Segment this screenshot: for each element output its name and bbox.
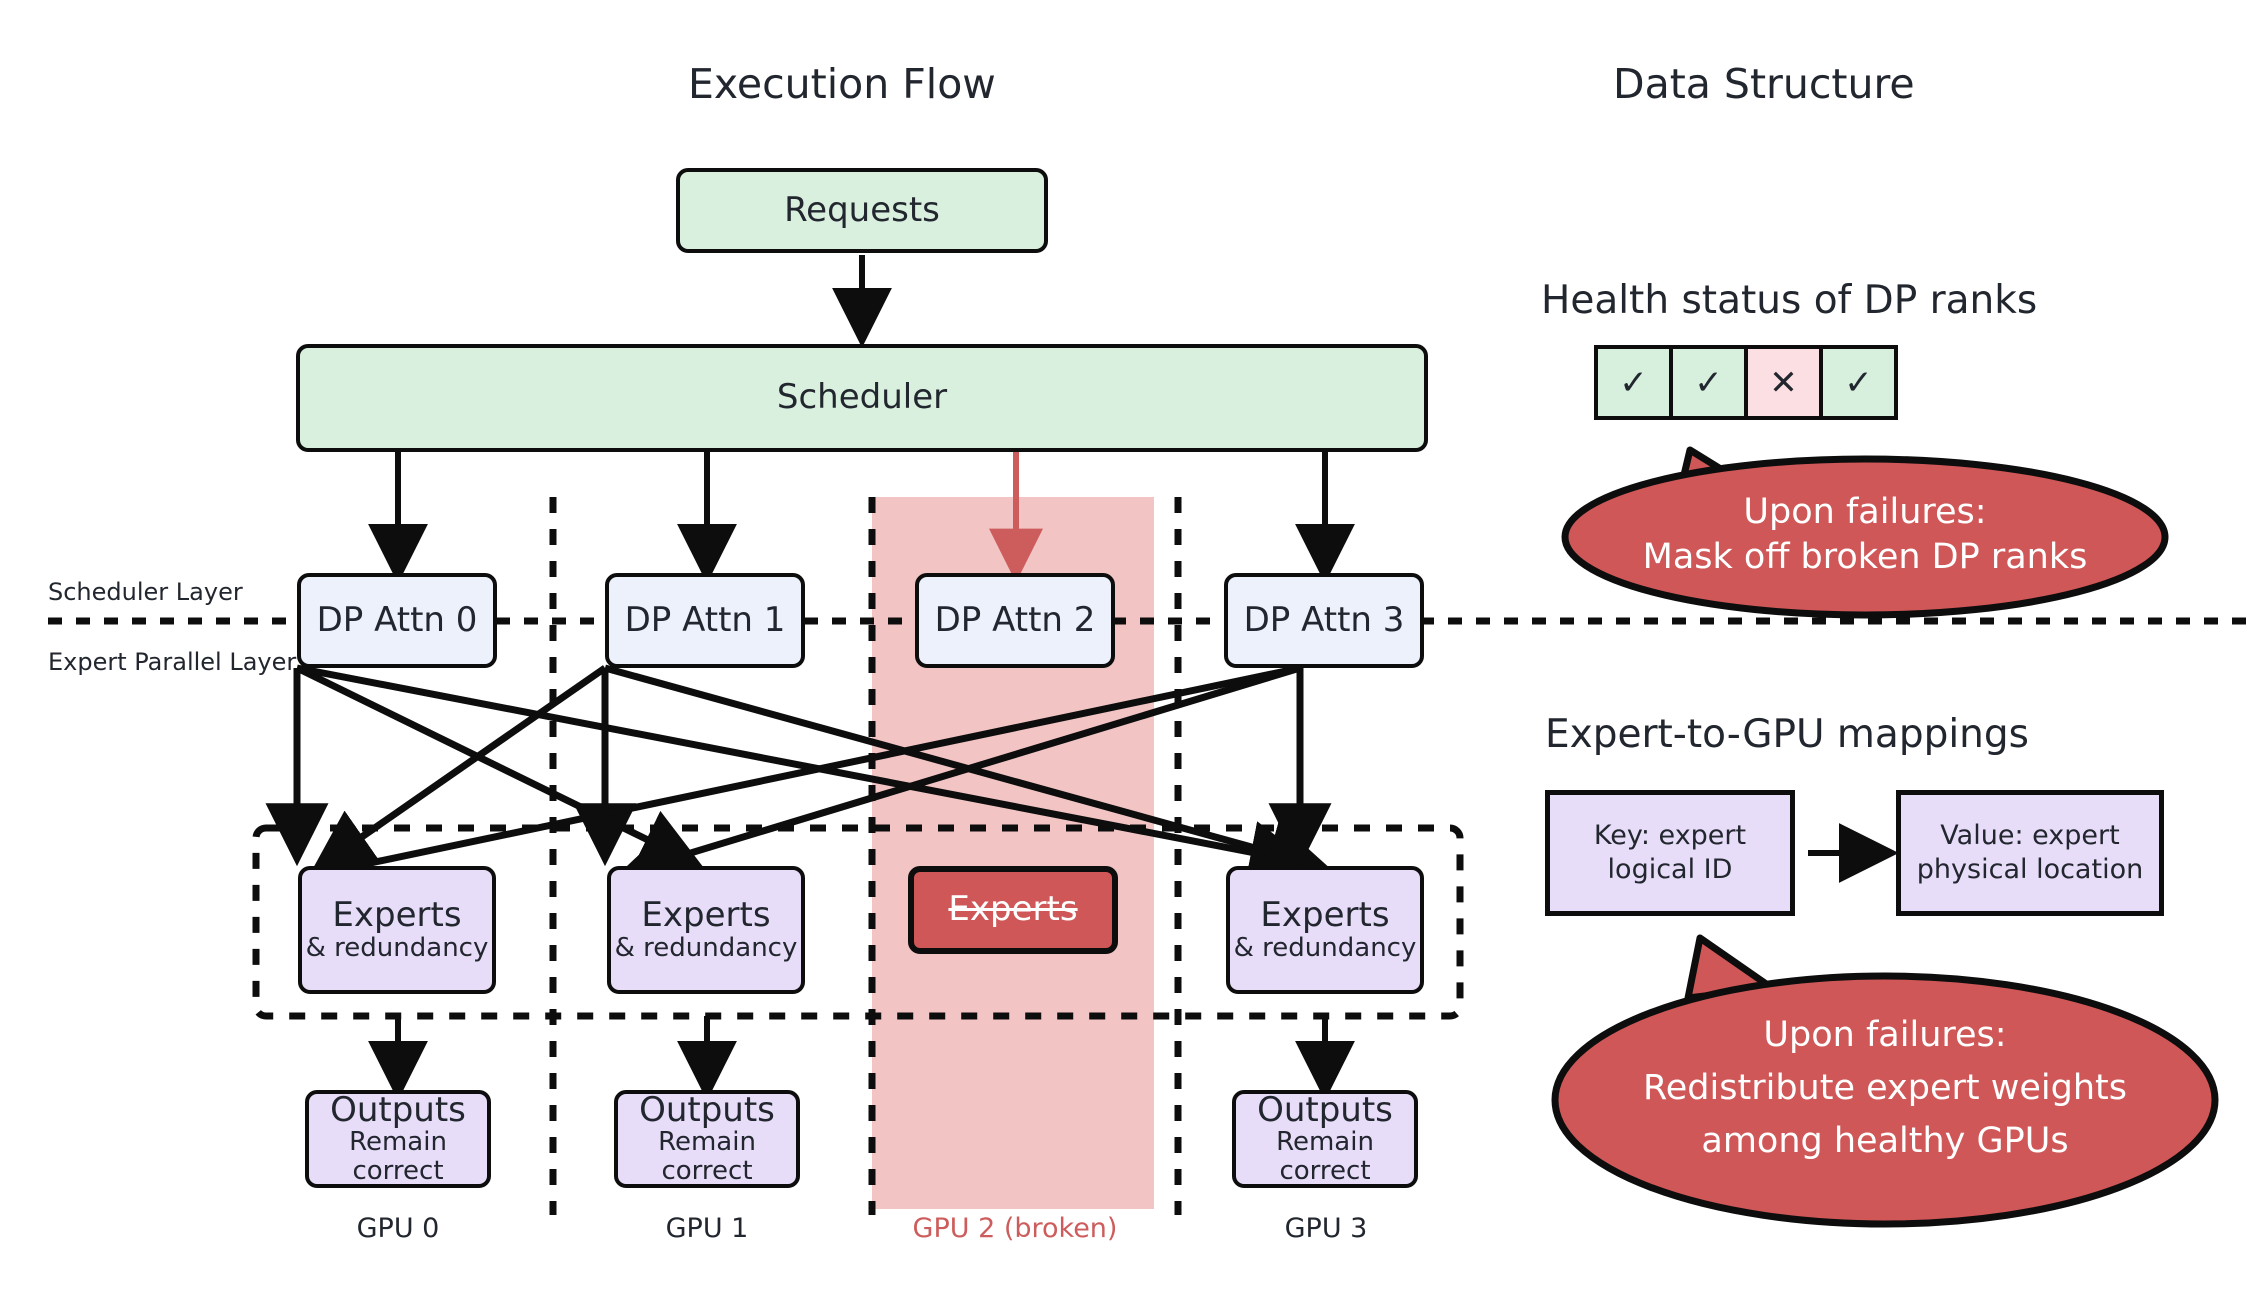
health-callout-line-1: Upon failures: [1743, 492, 1987, 532]
outputs-0-title: Outputs [330, 1089, 466, 1130]
scheduler-layer-label: Scheduler Layer [48, 578, 243, 606]
outputs-0-subtitle: Remain correct [349, 1127, 447, 1186]
requests-node[interactable]: Requests [676, 168, 1048, 253]
outputs-3-title: Outputs [1257, 1089, 1393, 1130]
check-icon: ✓ [1844, 362, 1873, 403]
scheduler-node[interactable]: Scheduler [296, 344, 1428, 452]
health-cell-0[interactable]: ✓ [1594, 345, 1673, 420]
expert-parallel-layer-label: Expert Parallel Layer [48, 648, 297, 676]
requests-label: Requests [784, 189, 940, 230]
outputs-1-node[interactable]: Outputs Remain correct [614, 1090, 800, 1188]
experts-1-node[interactable]: Experts & redundancy [607, 866, 805, 994]
check-icon: ✓ [1694, 362, 1723, 403]
mapping-callout-line-3: among healthy GPUs [1701, 1121, 2069, 1161]
health-callout-line-2: Mask off broken DP ranks [1642, 537, 2088, 577]
mapping-callout-line-2: Redistribute expert weights [1643, 1068, 2127, 1108]
dp-attn-3-label: DP Attn 3 [1243, 599, 1405, 640]
arrow-dp3-to-experts1 [617, 664, 1302, 888]
gpu-label-1: GPU 1 [665, 1213, 749, 1244]
experts-3-title: Experts [1260, 894, 1390, 935]
arrow-dp3-to-experts0 [307, 664, 1301, 895]
dp-attn-1-node[interactable]: DP Attn 1 [605, 573, 805, 668]
experts-2-title: Experts [948, 889, 1078, 930]
mapping-value-line-2: physical location [1916, 854, 2144, 885]
dp-attn-1-label: DP Attn 1 [624, 599, 786, 640]
experts-2-node-broken[interactable]: Experts [908, 866, 1118, 954]
dp-attn-0-node[interactable]: DP Attn 0 [297, 573, 497, 668]
gpu-label-2-broken: GPU 2 (broken) [912, 1213, 1118, 1244]
experts-0-title: Experts [332, 894, 462, 935]
check-icon: ✓ [1619, 362, 1648, 403]
health-cell-2[interactable]: ✕ [1744, 345, 1823, 420]
arrow-dp0-to-experts3 [296, 664, 1313, 884]
outputs-0-node[interactable]: Outputs Remain correct [305, 1090, 491, 1188]
experts-3-subtitle: & redundancy [1233, 932, 1417, 963]
health-cell-1[interactable]: ✓ [1669, 345, 1748, 420]
outputs-3-subtitle: Remain correct [1276, 1127, 1374, 1186]
expert-mapping-title: Expert-to-GPU mappings [1545, 712, 2029, 757]
dp-attn-0-label: DP Attn 0 [316, 599, 478, 640]
outputs-1-title: Outputs [639, 1089, 775, 1130]
all-to-all-dispatch-arrows [265, 664, 1332, 895]
mapping-key-line-1: Key: expert [1593, 820, 1747, 852]
mapping-value-line-1: Value: expert [1940, 820, 2120, 852]
experts-0-node[interactable]: Experts & redundancy [298, 866, 496, 994]
callout-mask-off-ranks [1561, 446, 2169, 619]
mapping-callout-line-1: Upon failures: [1763, 1015, 2007, 1055]
outputs-3-node[interactable]: Outputs Remain correct [1232, 1090, 1418, 1188]
experts-3-node[interactable]: Experts & redundancy [1226, 866, 1424, 994]
dp-attn-2-node[interactable]: DP Attn 2 [915, 573, 1115, 668]
dp-attn-3-node[interactable]: DP Attn 3 [1224, 573, 1424, 668]
gpu-separator-lines [549, 497, 1182, 1215]
experts-1-title: Experts [641, 894, 771, 935]
callout-redistribute-weights [1551, 934, 2219, 1228]
mapping-key-line-2: logical ID [1607, 854, 1733, 885]
health-status-grid: ✓ ✓ ✕ ✓ [1594, 345, 1898, 420]
experts-1-subtitle: & redundancy [614, 932, 798, 963]
health-status-title: Health status of DP ranks [1541, 278, 2038, 323]
data-structure-heading: Data Structure [1613, 60, 1915, 108]
gpu-label-0: GPU 0 [356, 1213, 440, 1244]
experts-0-subtitle: & redundancy [305, 932, 489, 963]
scheduler-label: Scheduler [776, 377, 948, 418]
dp-attn-2-label: DP Attn 2 [934, 599, 1096, 640]
arrow-dp0-to-experts1 [295, 664, 704, 868]
mapping-value-box[interactable]: Value: expert physical location [1896, 790, 2164, 916]
mapping-key-box[interactable]: Key: expert logical ID [1545, 790, 1795, 916]
outputs-1-subtitle: Remain correct [658, 1127, 756, 1186]
execution-flow-heading: Execution Flow [688, 60, 996, 108]
gpu-label-3: GPU 3 [1284, 1213, 1368, 1244]
cross-icon: ✕ [1769, 362, 1798, 403]
health-cell-3[interactable]: ✓ [1819, 345, 1898, 420]
expert-parallel-group-box [252, 824, 1464, 1020]
